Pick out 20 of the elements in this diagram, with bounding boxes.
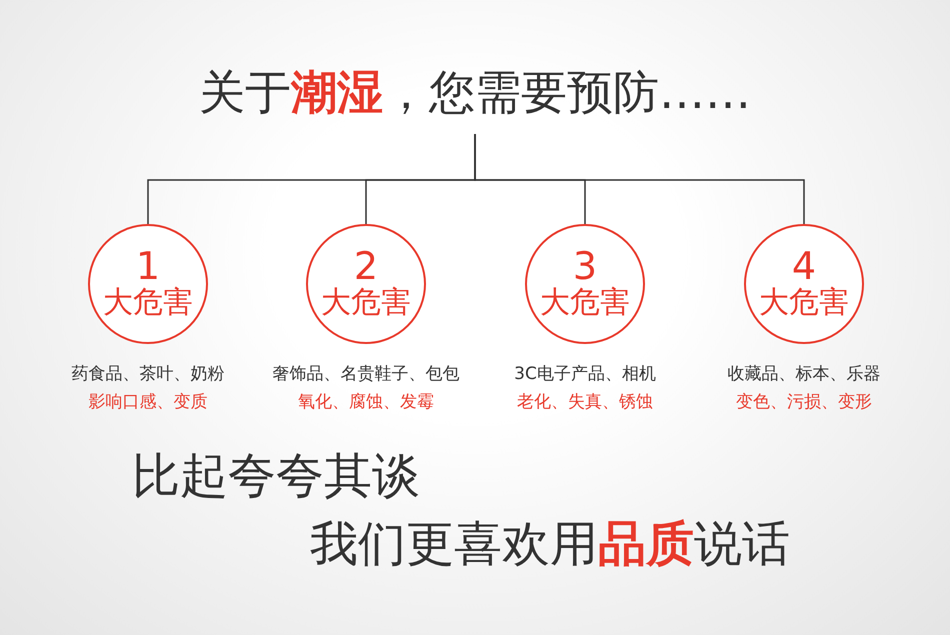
hazard-label: 大危害 bbox=[759, 285, 849, 321]
hazard-number: 2 bbox=[354, 247, 378, 285]
effect-text: 影响口感、变质 bbox=[88, 391, 208, 413]
connector-line bbox=[474, 134, 805, 224]
hazard-label: 大危害 bbox=[103, 285, 193, 321]
item-text: 3C电子产品、相机 bbox=[513, 363, 657, 385]
effect-text: 氧化、腐蚀、发霉 bbox=[297, 391, 435, 413]
item-text: 药食品、茶叶、奶粉 bbox=[70, 363, 226, 385]
hazard-number: 1 bbox=[136, 247, 160, 285]
effect-text: 变色、污损、变形 bbox=[735, 391, 873, 413]
hazard-number: 4 bbox=[792, 247, 816, 285]
title-text: 关于潮湿，您需要预防…… bbox=[75, 62, 875, 124]
item-text: 收藏品、标本、乐器 bbox=[726, 363, 882, 385]
hazard-label: 大危害 bbox=[540, 285, 630, 321]
hazard-number: 3 bbox=[572, 247, 598, 285]
hazard-label: 大危害 bbox=[321, 285, 411, 321]
slogan-text: 我们更喜欢用品质说话 bbox=[310, 515, 790, 574]
slogan-text: 比起夸夸其谈 bbox=[132, 447, 420, 506]
effect-text: 老化、失真、锈蚀 bbox=[516, 391, 654, 413]
item-text: 奢饰品、名贵鞋子、包包 bbox=[272, 363, 460, 385]
